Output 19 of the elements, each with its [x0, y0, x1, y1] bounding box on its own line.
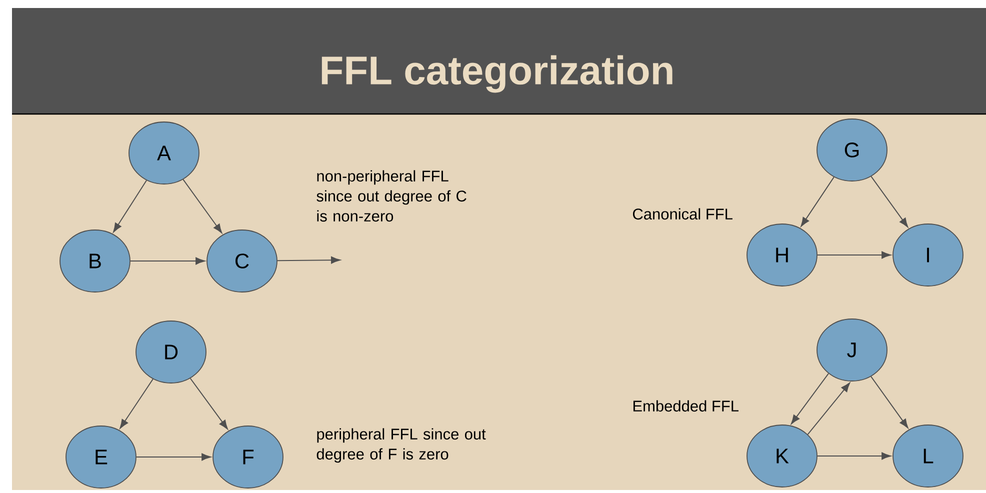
- note-text: peripheral FFL since out degree of F is zero: [316, 428, 486, 463]
- arrow: [190, 378, 228, 430]
- note-text: Canonical FFL: [633, 208, 732, 220]
- arrow: [870, 176, 908, 228]
- arrow: [136, 453, 211, 461]
- arrow: [816, 251, 891, 259]
- arrow: [113, 180, 148, 232]
- arrow: [276, 256, 340, 264]
- arrow: [120, 378, 154, 429]
- arrow: [800, 176, 834, 227]
- note-text: non-peripheral FFL since out degree of C is non-zero: [316, 170, 466, 222]
- arrow: [790, 373, 829, 424]
- arrow: [870, 376, 908, 428]
- arrow: [807, 382, 850, 435]
- arrow: [816, 452, 891, 460]
- note-text: Embedded FFL: [633, 400, 738, 412]
- arrow: [182, 178, 222, 234]
- title-banner: FFL categorization: [12, 8, 986, 114]
- arrow: [130, 257, 205, 265]
